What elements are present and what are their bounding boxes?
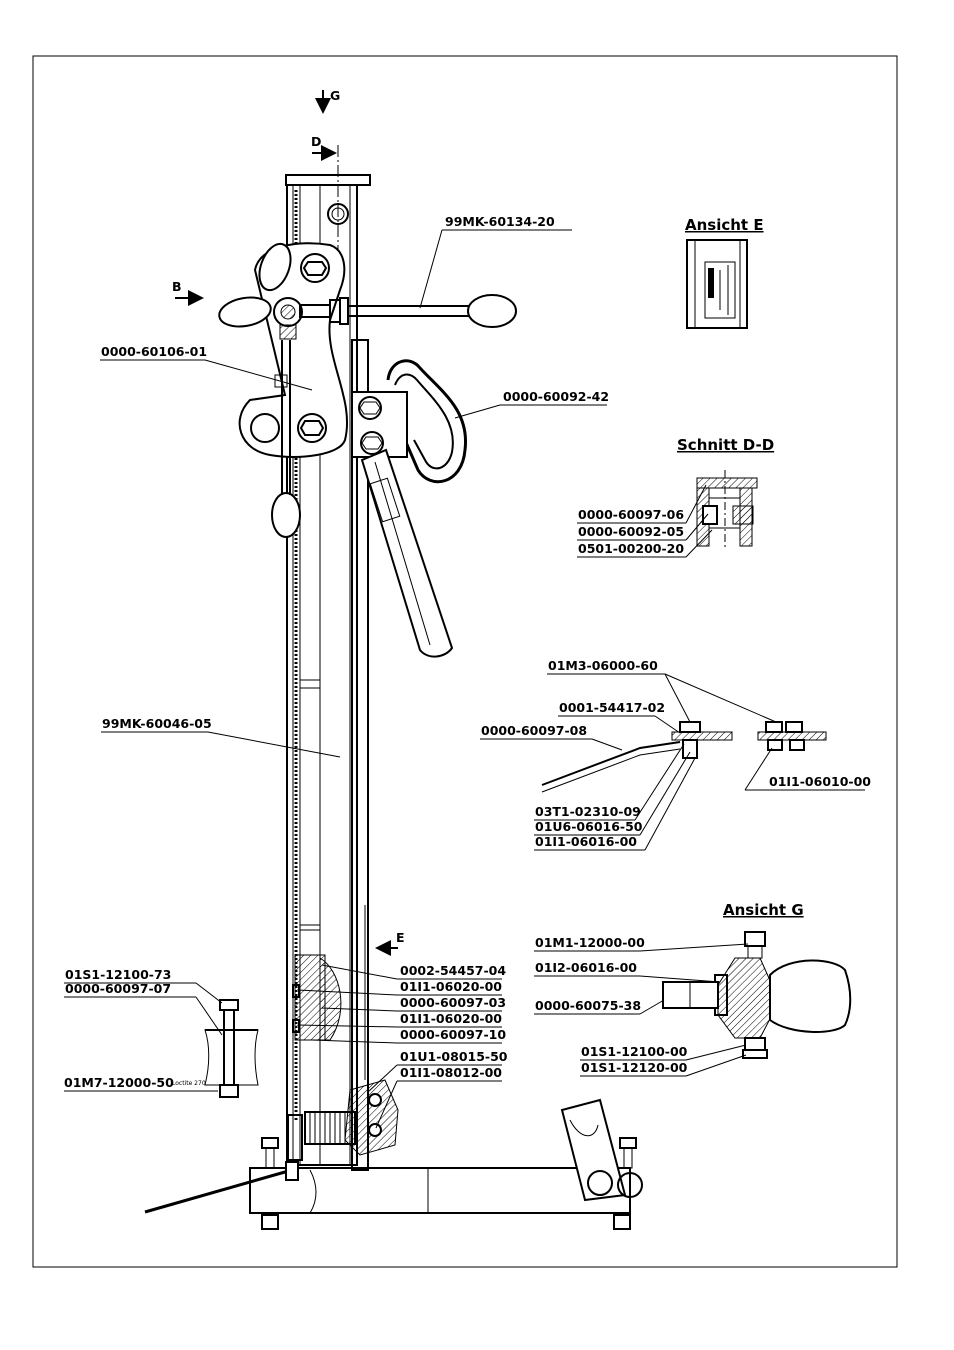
detail-anchor-bolt: Loctite 270: [172, 999, 259, 1098]
label-01m3-06000-60: 01M3-06000-60: [548, 658, 658, 673]
label-0000-60075-38: 0000-60075-38: [535, 998, 641, 1013]
label-0000-60097-10: 0000-60097-10: [400, 1027, 506, 1042]
label-0001-54417-02: 0001-54417-02: [559, 700, 665, 715]
label-01u6-06016-50: 01U6-06016-50: [535, 819, 643, 834]
section-dd-title: Schnitt D-D: [677, 436, 774, 454]
view-g-title: Ansicht G: [723, 901, 804, 919]
marker-g: G: [330, 88, 340, 103]
label-01s1-12120-00: 01S1-12120-00: [581, 1060, 688, 1075]
marker-b: B: [172, 279, 182, 294]
part-labels: 99MK-60134-20 0000-60106-01 0000-60092-4…: [64, 214, 871, 1090]
label-01i1-08012-00: 01I1-08012-00: [400, 1065, 502, 1080]
label-0000-60092-42: 0000-60092-42: [503, 389, 609, 404]
label-01i2-06016-00: 01I2-06016-00: [535, 960, 637, 975]
view-e-title: Ansicht E: [685, 216, 764, 234]
label-99mk-60134-20: 99MK-60134-20: [445, 214, 555, 229]
label-99mk-60046-05: 99MK-60046-05: [102, 716, 212, 731]
view-e: Ansicht E: [685, 216, 764, 329]
label-01s1-12100-00: 01S1-12100-00: [581, 1044, 688, 1059]
view-g: Ansicht G: [662, 901, 852, 1059]
label-0000-60097-07: 0000-60097-07: [65, 981, 171, 996]
label-03t1-02310-09: 03T1-02310-09: [535, 804, 641, 819]
label-0000-60092-05: 0000-60092-05: [578, 524, 684, 539]
label-01i1-06020-00-b: 01I1-06020-00: [400, 1011, 502, 1026]
label-01i1-06016-00: 01I1-06016-00: [535, 834, 637, 849]
label-0501-00200-20: 0501-00200-20: [578, 541, 684, 556]
label-01m7-12000-50: 01M7-12000-50: [64, 1075, 174, 1090]
label-0000-60097-08: 0000-60097-08: [481, 723, 587, 738]
label-0000-60097-03: 0000-60097-03: [400, 995, 506, 1010]
label-01m1-12000-00: 01M1-12000-00: [535, 935, 645, 950]
label-0000-60097-06: 0000-60097-06: [578, 507, 684, 522]
leader-lines: [64, 229, 865, 1129]
label-01i1-06020-00-a: 01I1-06020-00: [400, 979, 502, 994]
label-01u1-08015-50: 01U1-08015-50: [400, 1049, 508, 1064]
label-0002-54457-04: 0002-54457-04: [400, 963, 506, 978]
label-0000-60106-01: 0000-60106-01: [101, 344, 207, 359]
label-01i1-06010-00: 01I1-06010-00: [769, 774, 871, 789]
drawing-frame: [32, 55, 898, 1268]
loctite-note: Loctite 270: [172, 1080, 206, 1087]
section-d-d: Schnitt D-D: [677, 436, 774, 550]
label-01s1-12100-73: 01S1-12100-73: [65, 967, 171, 982]
marker-e: E: [396, 930, 405, 945]
marker-d: D: [311, 134, 321, 149]
drill-stand-main-view: [144, 145, 643, 1230]
